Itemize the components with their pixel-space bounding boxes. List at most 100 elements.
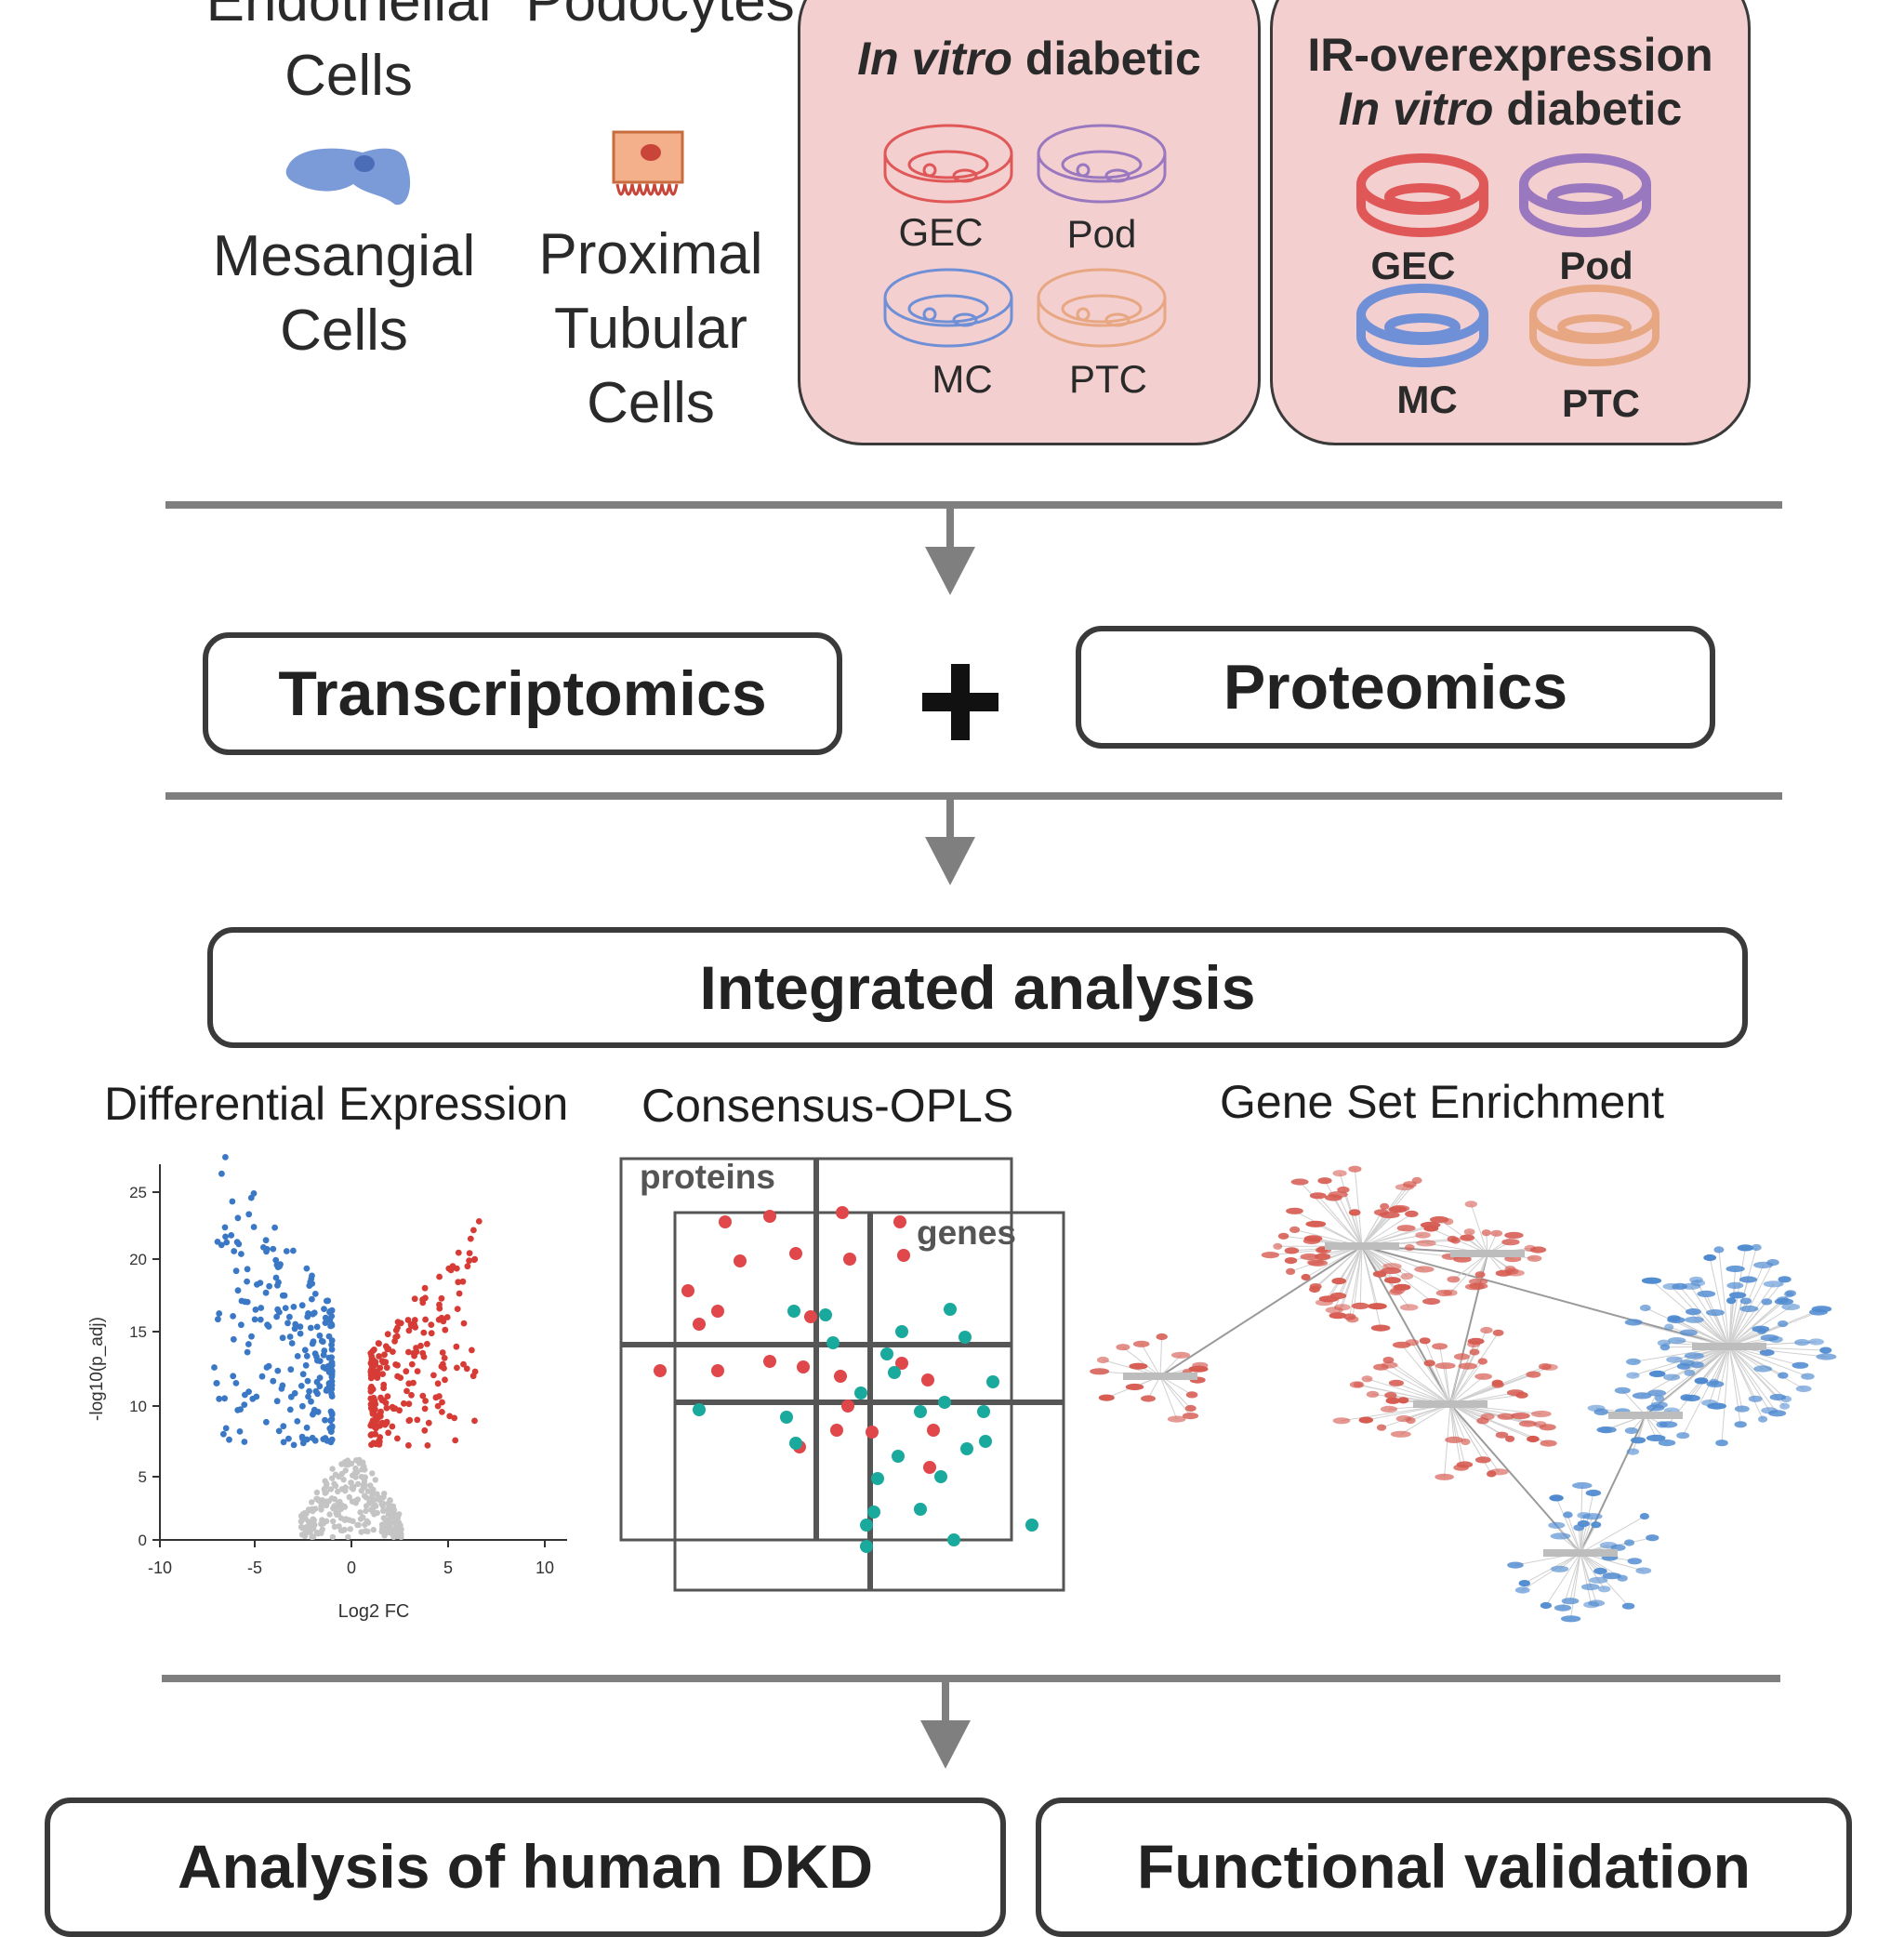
network-node (1515, 1586, 1530, 1593)
network-node (1478, 1358, 1488, 1364)
volcano-point (314, 1390, 321, 1397)
vitro-ptc-label: PTC (1034, 357, 1183, 402)
volcano-point (228, 1232, 234, 1239)
volcano-point (345, 1457, 350, 1463)
volcano-point (329, 1416, 336, 1423)
opls-point (834, 1370, 847, 1383)
network-node (1561, 1615, 1580, 1622)
opls-point (763, 1355, 776, 1368)
network-hub-node (1608, 1412, 1683, 1419)
volcano-point (287, 1333, 294, 1340)
volcano-point (309, 1296, 315, 1303)
volcano-point (299, 1525, 305, 1531)
network-node (1403, 1181, 1417, 1187)
network-node (1663, 1283, 1681, 1290)
network-node (1626, 1359, 1641, 1365)
volcano-point (258, 1280, 264, 1286)
network-node (1635, 1568, 1651, 1574)
network-node (1631, 1437, 1646, 1443)
volcano-point (329, 1476, 335, 1481)
volcano-point (309, 1273, 315, 1280)
volcano-point (435, 1403, 442, 1410)
opls-point (934, 1470, 947, 1483)
network-node (1784, 1291, 1794, 1297)
network-node (1157, 1333, 1168, 1340)
network-node (1116, 1344, 1130, 1350)
network-node (1735, 1406, 1750, 1413)
network-node (1624, 1539, 1634, 1546)
volcano-point (329, 1466, 335, 1471)
volcano-point (321, 1352, 327, 1359)
volcano-point (251, 1190, 258, 1197)
volcano-point (377, 1439, 383, 1445)
network-node (1496, 1432, 1509, 1439)
vitro-mc-label: MC (888, 357, 1037, 402)
volcano-point (230, 1199, 236, 1205)
volcano-point (306, 1282, 312, 1289)
network-node (1519, 1420, 1537, 1426)
volcano-point (308, 1325, 314, 1332)
opls-point (789, 1247, 802, 1260)
network-node (1713, 1246, 1724, 1253)
volcano-point (289, 1340, 296, 1347)
network-node (1646, 1435, 1666, 1441)
network-node (1663, 1374, 1680, 1381)
network-node (1519, 1580, 1530, 1586)
volcano-point (330, 1519, 336, 1524)
volcano-point (395, 1319, 402, 1325)
network-node (1371, 1325, 1391, 1332)
network-node (1657, 1421, 1668, 1427)
down-arrow-icon (925, 837, 975, 885)
ir-pod-dish-icon (1524, 158, 1646, 232)
volcano-point (259, 1373, 266, 1380)
volcano-point (233, 1267, 240, 1274)
volcano-point (213, 1380, 219, 1386)
opls-point (780, 1411, 793, 1424)
volcano-point (303, 1362, 310, 1369)
network-node (1563, 1511, 1573, 1518)
network-node (1362, 1375, 1373, 1382)
network-node (1331, 1278, 1346, 1284)
volcano-point (280, 1423, 286, 1429)
network-node (1762, 1298, 1773, 1305)
network-node (1305, 1221, 1326, 1227)
volcano-point (311, 1525, 316, 1531)
network-node (1752, 1244, 1762, 1251)
network-node (1317, 1177, 1331, 1184)
volcano-point (397, 1374, 403, 1381)
volcano-point (384, 1518, 390, 1523)
volcano-point (330, 1534, 336, 1540)
mesangial-cell-icon (279, 138, 418, 212)
volcano-point (471, 1418, 478, 1425)
volcano-point (442, 1327, 448, 1333)
opls-point (938, 1396, 951, 1409)
volcano-point (454, 1344, 460, 1350)
network-node (1352, 1303, 1369, 1309)
network-node (1420, 1337, 1431, 1344)
volcano-point (352, 1471, 358, 1477)
opls-point (804, 1310, 817, 1323)
volcano-point (304, 1314, 311, 1320)
volcano-point (326, 1309, 333, 1316)
volcano-point (291, 1304, 298, 1310)
network-node (1384, 1277, 1401, 1283)
volcano-point (422, 1317, 429, 1323)
opls-point (860, 1519, 873, 1532)
opls-point (866, 1426, 879, 1439)
network-node (1627, 1449, 1639, 1455)
network-node (1726, 1282, 1743, 1289)
opls-point (977, 1405, 990, 1418)
network-node (1310, 1192, 1327, 1199)
network-node (1330, 1293, 1347, 1299)
volcano-point (401, 1400, 407, 1407)
network-node (1739, 1306, 1758, 1312)
volcano-point (290, 1248, 297, 1254)
volcano-point (245, 1211, 252, 1217)
network-node (1646, 1534, 1659, 1541)
volcano-point (467, 1250, 473, 1256)
opls-point (959, 1331, 972, 1344)
network-node (1649, 1371, 1666, 1377)
opls-point (860, 1540, 873, 1553)
network-node (1460, 1235, 1474, 1241)
network-node (1589, 1577, 1607, 1584)
